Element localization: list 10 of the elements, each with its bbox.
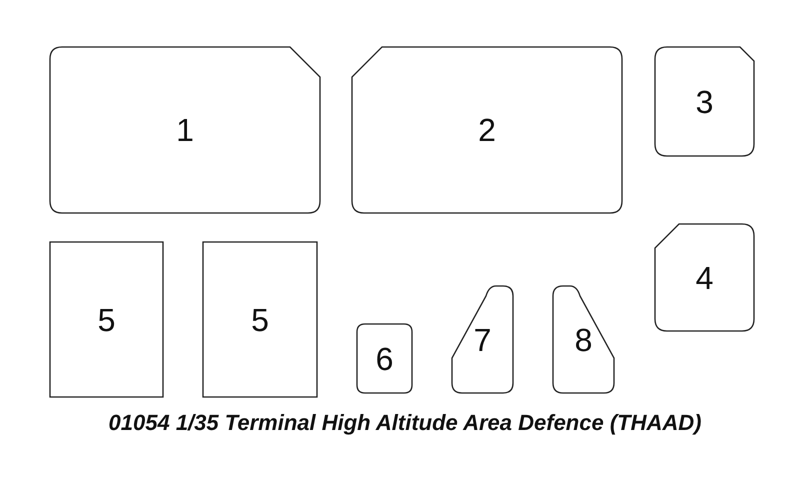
part-number: 3 — [696, 86, 714, 118]
part-number: 2 — [478, 114, 496, 146]
caption: 01054 1/35 Terminal High Altitude Area Defence (THAAD) — [108, 410, 702, 436]
part-number: 7 — [474, 324, 492, 356]
part-number: 5 — [251, 304, 269, 336]
part-number: 4 — [696, 262, 714, 294]
part-number: 1 — [176, 114, 194, 146]
part-number: 5 — [98, 304, 116, 336]
part-number: 8 — [574, 324, 592, 356]
part-number: 6 — [376, 342, 394, 374]
